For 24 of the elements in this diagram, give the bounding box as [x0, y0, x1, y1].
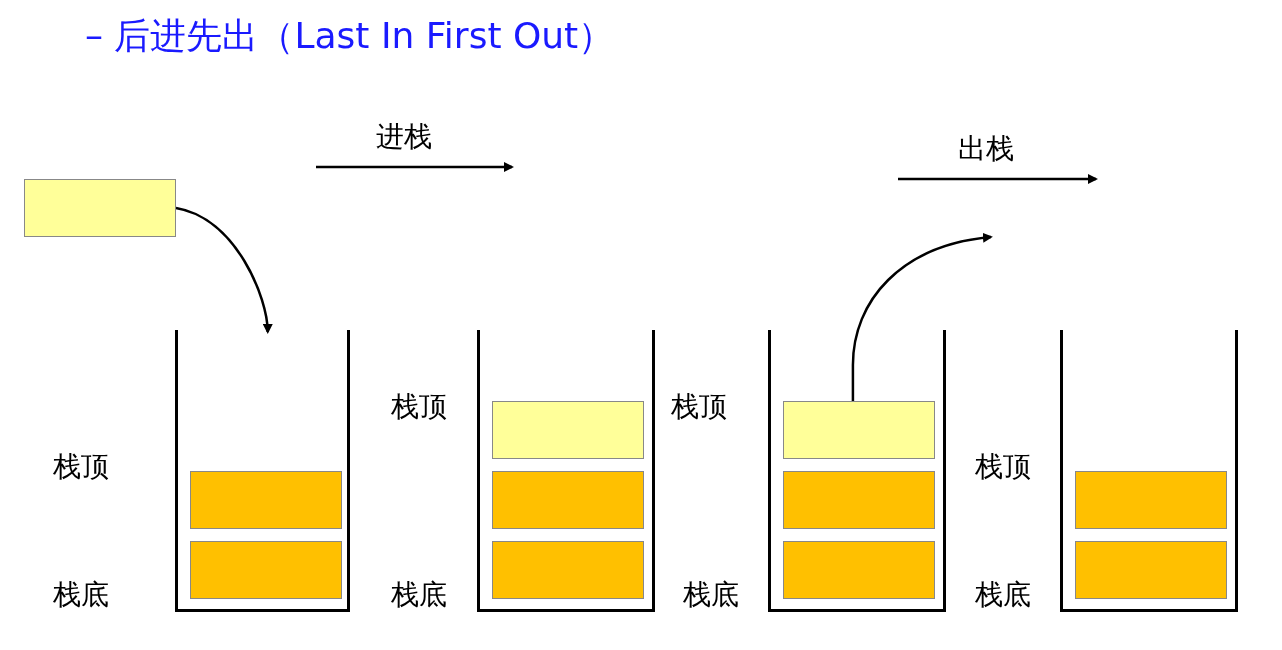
stack-element-block [1075, 471, 1227, 529]
stack-element-block [783, 401, 935, 459]
stack-element-block [783, 541, 935, 599]
stack-top-label: 栈顶 [391, 389, 447, 425]
stack-bottom-label: 栈底 [53, 577, 109, 613]
stack-element-block [190, 471, 342, 529]
direction-label: 进栈 [376, 119, 432, 155]
stack-top-label: 栈顶 [671, 389, 727, 425]
stack-element-block [1075, 541, 1227, 599]
heading: – 后进先出（Last In First Out） [85, 14, 615, 58]
stack-element-block [783, 471, 935, 529]
curved-arrow [175, 206, 273, 334]
stack-element-block [492, 401, 644, 459]
stack-bottom-label: 栈底 [975, 577, 1031, 613]
stack-top-label: 栈顶 [975, 449, 1031, 485]
direction-label: 出栈 [958, 131, 1014, 167]
stack-bottom-label: 栈底 [391, 577, 447, 613]
stack-element-block [492, 471, 644, 529]
curved-arrow [851, 233, 993, 401]
stack-element-block [190, 541, 342, 599]
stack-bottom-label: 栈底 [683, 577, 739, 613]
stack-top-label: 栈顶 [53, 449, 109, 485]
stack-element-block [492, 541, 644, 599]
stack-element-block [24, 179, 176, 237]
